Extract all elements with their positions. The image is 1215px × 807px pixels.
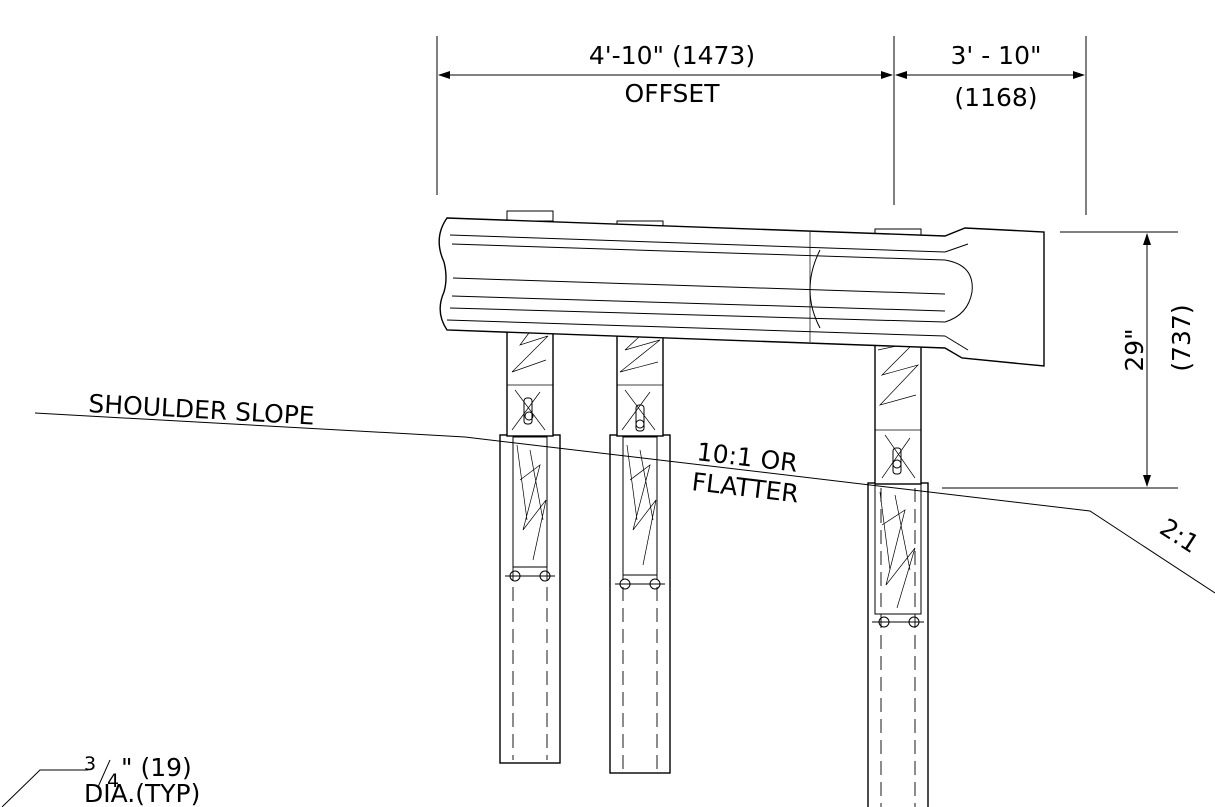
height-dimension: 29" (737) xyxy=(942,231,1196,489)
post-2-lower xyxy=(609,434,671,774)
right-dimension-value: 3' - 10" xyxy=(950,41,1041,70)
rail-end-terminal xyxy=(944,259,973,323)
post-3-blockout xyxy=(874,335,922,485)
post-2-bolt-right xyxy=(649,578,661,590)
post-1-bolt-left xyxy=(509,570,521,582)
right-dimension-metric: (1168) xyxy=(954,83,1037,112)
rail-splice-tab-1 xyxy=(506,210,554,222)
bolt-size-numerator: 3 xyxy=(84,753,96,775)
post-1-bolt-right xyxy=(539,570,551,582)
bolt-size-denominator: 4 xyxy=(107,770,119,792)
w-beam-rail xyxy=(438,210,1045,367)
post-1-bolt-head xyxy=(524,411,534,421)
height-dimension-value: 29" xyxy=(1120,328,1149,371)
post-3-lower xyxy=(867,482,929,807)
offset-label: OFFSET xyxy=(625,79,721,108)
bolt-size-suffix: " (19) xyxy=(121,753,192,782)
post-1 xyxy=(499,311,561,764)
shoulder-slope-label: SHOULDER SLOPE xyxy=(88,389,316,431)
post-2-bolt-head xyxy=(635,419,645,429)
rail-outline xyxy=(438,217,1045,367)
fraction-slash xyxy=(97,759,111,788)
post-3-bolt-left xyxy=(878,616,890,628)
bolt-note-leader xyxy=(1,769,88,807)
post-3 xyxy=(867,335,929,807)
height-dimension-metric: (737) xyxy=(1167,304,1196,371)
shoulder-slope-line xyxy=(34,412,1215,594)
steep-slope-ratio: 2:1 xyxy=(1155,513,1205,559)
post-3-bolt-head xyxy=(892,459,902,469)
post-2 xyxy=(609,317,671,774)
bolt-diameter-note: 3 4 " (19) DIA.(TYP) xyxy=(1,753,200,807)
post-3-bolt-right xyxy=(908,616,920,628)
offset-dimension: 4'-10" (1473) OFFSET xyxy=(436,36,895,205)
post-2-bolt-left xyxy=(619,578,631,590)
right-dimension: 3' - 10" (1168) xyxy=(895,36,1087,215)
post-1-lower xyxy=(499,434,561,764)
bolt-dia-label: DIA.(TYP) xyxy=(84,779,200,807)
offset-dimension-value: 4'-10" (1473) xyxy=(589,41,755,70)
